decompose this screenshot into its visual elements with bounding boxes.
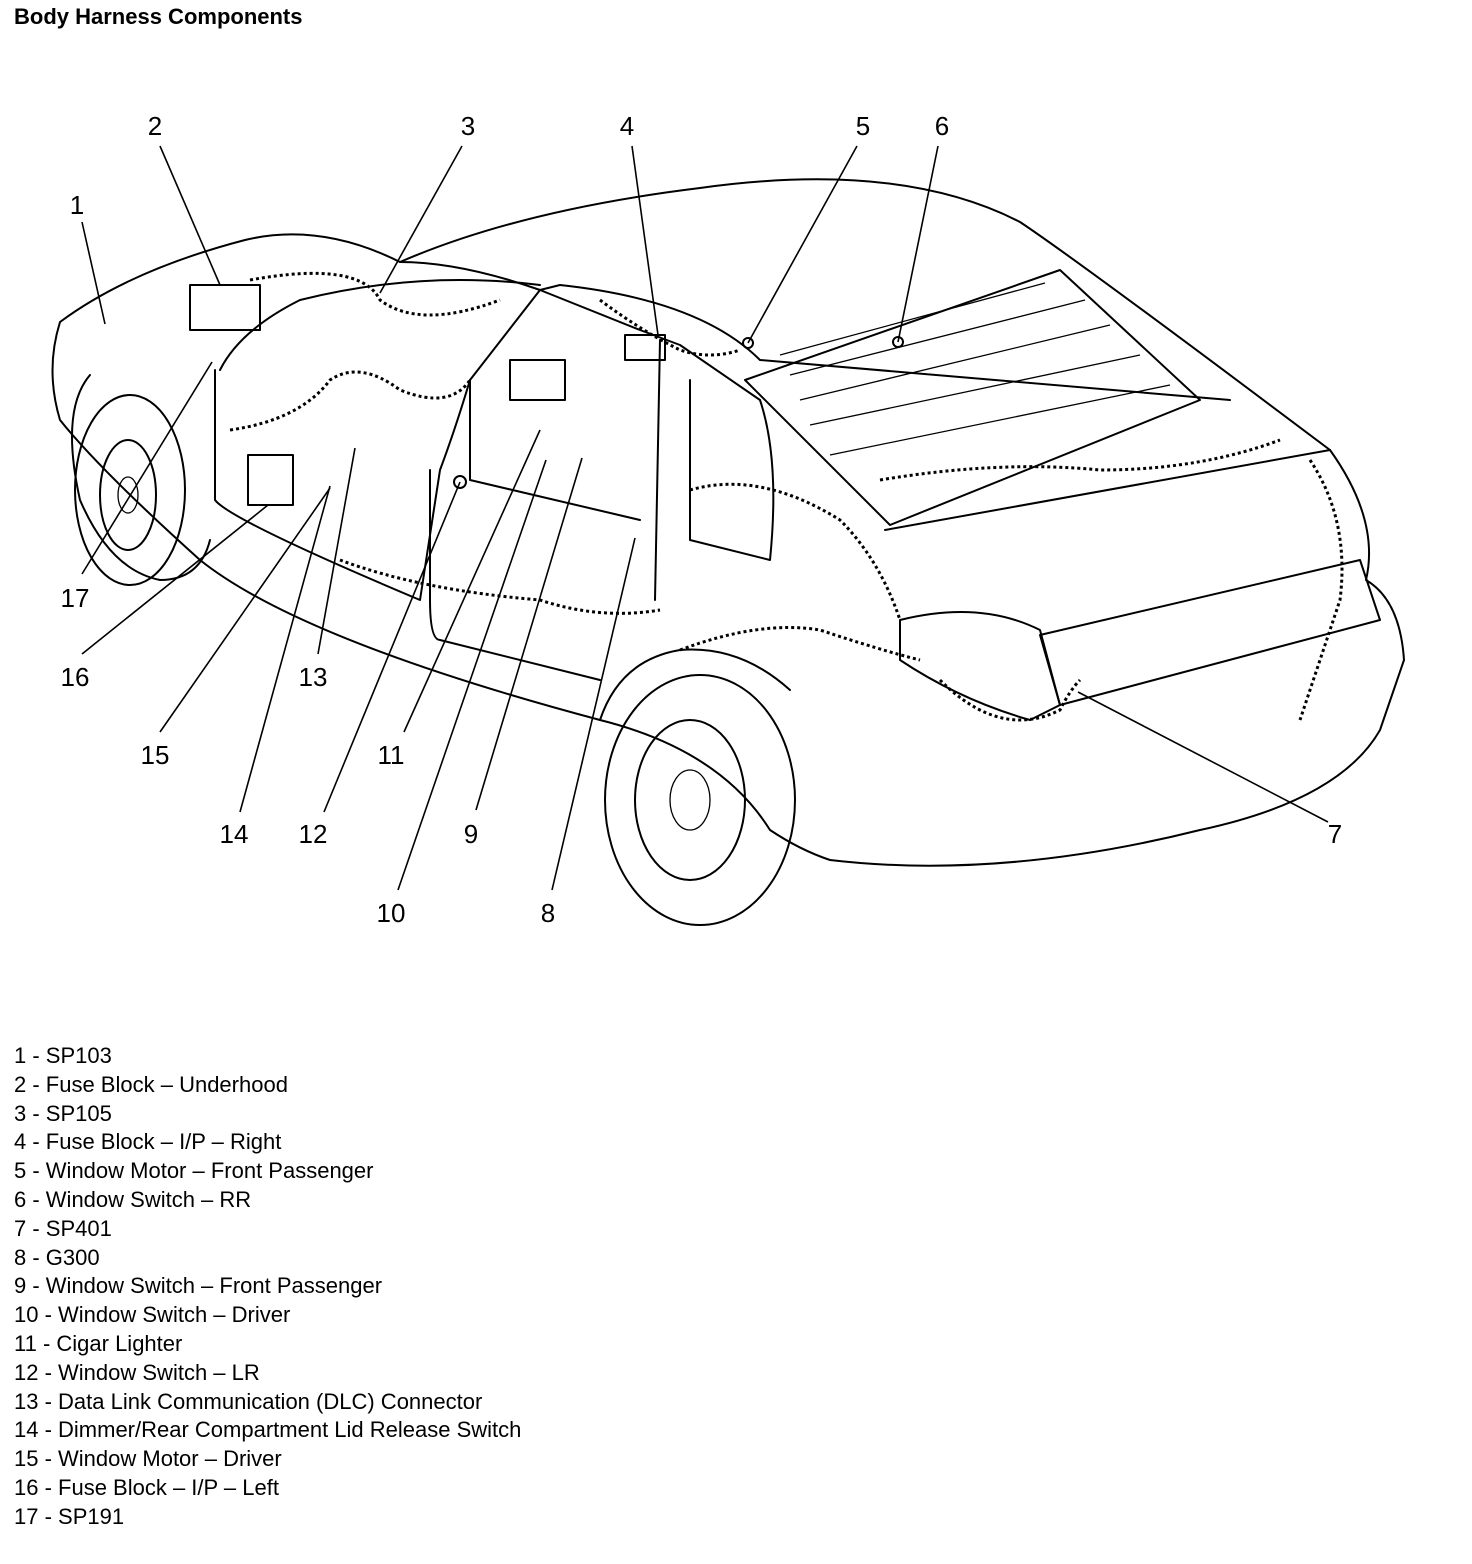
callout-13: 13 — [299, 662, 328, 692]
legend-item: 2 - Fuse Block – Underhood — [14, 1071, 288, 1097]
callout-8: 8 — [541, 898, 555, 928]
callout-9: 9 — [464, 819, 478, 849]
component-legend: 1 - SP103 2 - Fuse Block – Underhood 3 -… — [14, 1042, 521, 1532]
car-body-outline — [51, 178, 1405, 867]
rear-left-wheel — [604, 674, 796, 926]
harness-components — [189, 284, 904, 506]
legend-item: 3 - SP105 — [14, 1100, 112, 1126]
callout-6: 6 — [935, 111, 949, 141]
legend-item: 7 - SP401 — [14, 1215, 112, 1241]
callout-12: 12 — [299, 819, 328, 849]
callout-15: 15 — [141, 740, 170, 770]
callout-3: 3 — [461, 111, 475, 141]
legend-item: 11 - Cigar Lighter — [14, 1330, 183, 1356]
front-left-wheel — [74, 394, 186, 586]
diagram-title: Body Harness Components — [14, 4, 303, 29]
callout-leader-lines — [81, 145, 1329, 891]
callout-7: 7 — [1328, 819, 1342, 849]
legend-item: 14 - Dimmer/Rear Compartment Lid Release… — [14, 1417, 522, 1443]
car-harness-illustration: 1 2 3 4 5 6 7 8 9 10 11 12 13 14 15 16 1… — [51, 111, 1405, 928]
callout-numbers: 1 2 3 4 5 6 7 8 9 10 11 12 13 14 15 16 1… — [61, 111, 1343, 928]
legend-item: 8 - G300 — [14, 1244, 100, 1270]
legend-item: 5 - Window Motor – Front Passenger — [14, 1158, 374, 1184]
legend-item: 13 - Data Link Communication (DLC) Conne… — [14, 1388, 483, 1414]
callout-10: 10 — [377, 898, 406, 928]
callout-16: 16 — [61, 662, 90, 692]
legend-item: 1 - SP103 — [14, 1043, 112, 1068]
callout-4: 4 — [620, 111, 634, 141]
callout-1: 1 — [70, 190, 84, 220]
legend-item: 4 - Fuse Block – I/P – Right — [14, 1129, 282, 1155]
legend-item: 12 - Window Switch – LR — [14, 1359, 260, 1385]
legend-item: 9 - Window Switch – Front Passenger — [14, 1273, 383, 1299]
callout-2: 2 — [148, 111, 162, 141]
legend-item: 17 - SP191 — [14, 1503, 125, 1529]
wiring-harness-routes — [229, 271, 1344, 722]
callout-14: 14 — [220, 819, 249, 849]
legend-item: 6 - Window Switch – RR — [14, 1186, 252, 1212]
legend-item: 15 - Window Motor – Driver — [14, 1446, 282, 1472]
callout-5: 5 — [856, 111, 870, 141]
callout-11: 11 — [378, 740, 405, 770]
legend-item: 16 - Fuse Block – I/P – Left — [14, 1474, 279, 1500]
legend-item: 10 - Window Switch – Driver — [14, 1302, 291, 1328]
callout-17: 17 — [61, 583, 90, 613]
